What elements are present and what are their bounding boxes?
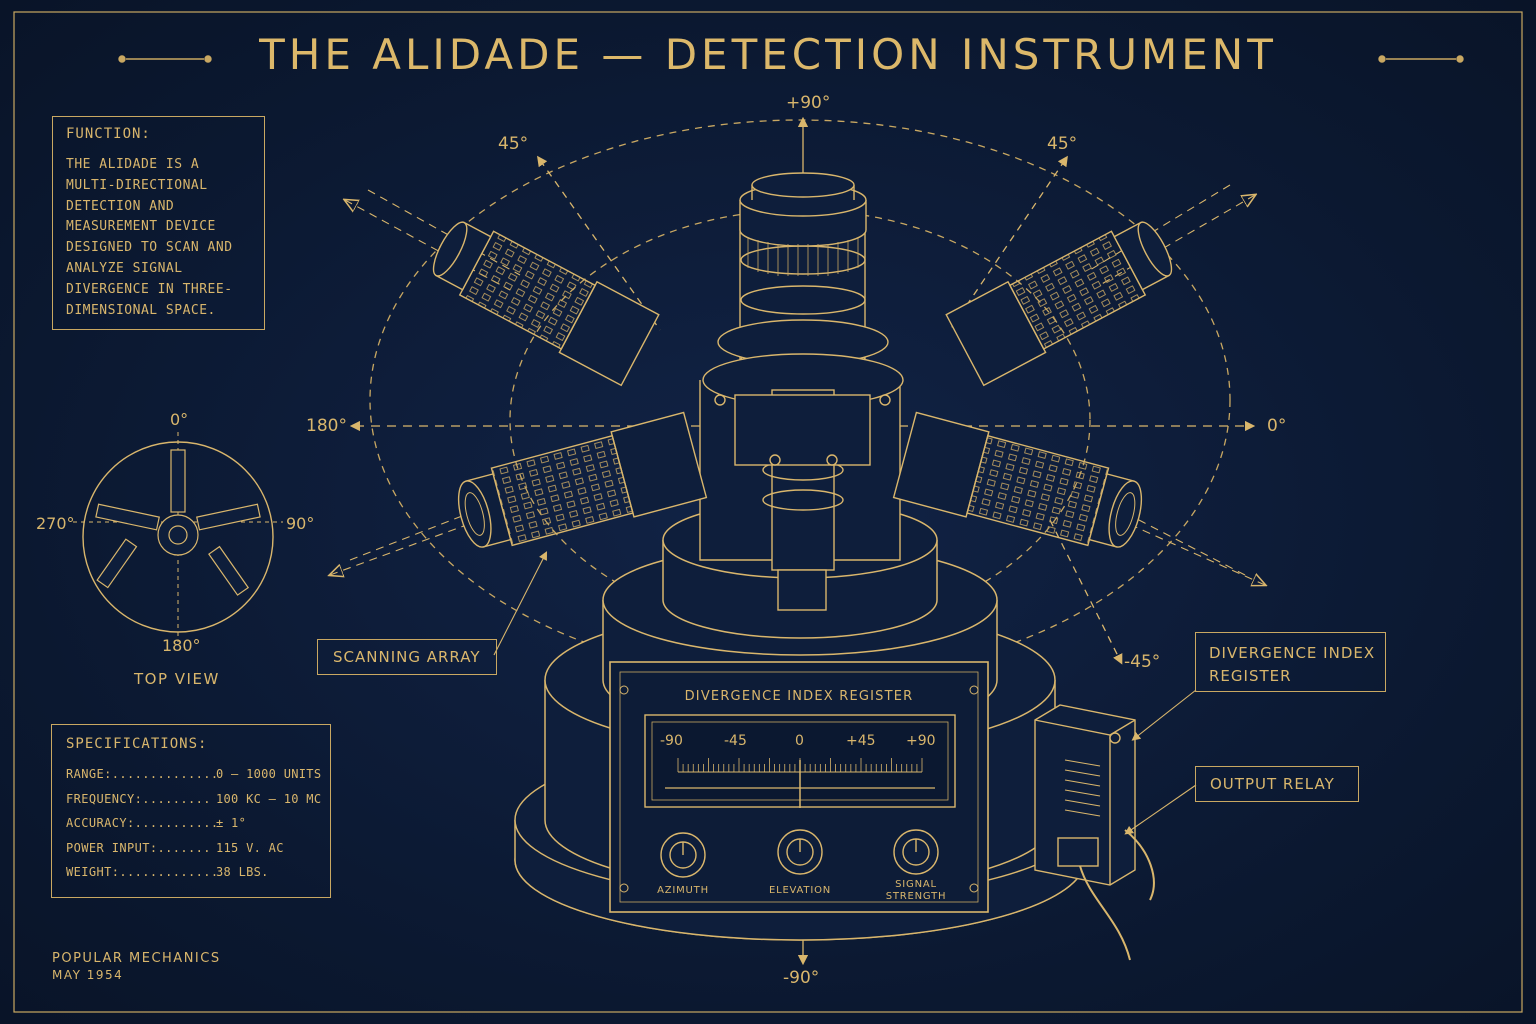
- credit-publication: POPULAR MECHANICS: [52, 951, 221, 966]
- relay-cable-2: [1124, 829, 1155, 901]
- callout-divergence-label: DIVERGENCE INDEX REGISTER: [1209, 644, 1376, 685]
- callout-output-relay: OUTPUT RELAY: [1195, 766, 1359, 802]
- output-relay-box: [1034, 704, 1136, 886]
- function-panel: [52, 116, 265, 330]
- function-description: THE ALIDADE IS A MULTI-DIRECTIONAL DETEC…: [66, 157, 233, 318]
- top-view-caption: TOP VIEW: [134, 670, 220, 688]
- top-view-diagram: [73, 432, 283, 642]
- scanning-arm-lower-right: [892, 411, 1143, 548]
- callout-scanning-array: SCANNING ARRAY: [317, 639, 497, 675]
- spec-label-frequency: FREQUENCY:.........: [66, 792, 211, 806]
- page-title: THE ALIDADE — DETECTION INSTRUMENT: [259, 30, 1277, 79]
- knob-label-elevation: ELEVATION: [768, 885, 832, 896]
- spec-label-weight: WEIGHT:.............: [66, 865, 219, 879]
- scanning-arm-upper-left: [432, 221, 660, 387]
- angle-label-upper-right: 45°: [1047, 134, 1078, 154]
- top-view-east: 90°: [286, 514, 315, 533]
- panel-heading: DIVERGENCE INDEX REGISTER: [684, 689, 914, 704]
- spec-value-weight: 38 LBS.: [216, 865, 269, 879]
- arm-hub: [714, 394, 891, 466]
- spec-label-range: RANGE:..............: [66, 767, 219, 781]
- scanning-arm-upper-right: [945, 221, 1173, 387]
- scale-label-zero: 0: [795, 733, 804, 749]
- angle-label-left: 180°: [306, 416, 347, 436]
- sheet-border: [13, 11, 1523, 1013]
- callout-output-relay-label: OUTPUT RELAY: [1210, 775, 1335, 793]
- spec-label-accuracy: ACCURACY:...........: [66, 816, 219, 830]
- panel-knobs: [660, 829, 939, 878]
- spec-value-range: 0 – 1000 UNITS: [216, 767, 322, 781]
- angle-label-lower-right: -45°: [1124, 652, 1161, 672]
- specifications-panel: [51, 724, 331, 898]
- top-view-west: 270°: [36, 514, 75, 533]
- scale-label-minus-90: -90: [660, 733, 683, 749]
- title-rules: [118, 55, 1464, 63]
- spec-value-frequency: 100 KC – 10 MC: [216, 792, 322, 806]
- angle-label-right: 0°: [1267, 416, 1287, 436]
- knob-label-azimuth: AZIMUTH: [657, 885, 709, 896]
- top-view-north: 0°: [170, 410, 189, 429]
- callout-leaders: [493, 551, 1197, 835]
- angle-label-upper-left: 45°: [498, 134, 529, 154]
- central-column: [699, 172, 904, 611]
- specifications-heading: SPECIFICATIONS:: [66, 736, 208, 752]
- scale-label-plus-90: +90: [906, 733, 936, 749]
- top-view-south: 180°: [162, 636, 201, 655]
- knob-label-signal-strength: SIGNAL STRENGTH: [885, 879, 947, 902]
- spec-label-power-input: POWER INPUT:.......: [66, 841, 211, 855]
- scanning-arm-lower-left: [457, 411, 708, 548]
- scale-label-plus-45: +45: [846, 733, 876, 749]
- scale-label-minus-45: -45: [724, 733, 747, 749]
- spec-value-accuracy: ± 1°: [216, 816, 247, 830]
- credit-date: MAY 1954: [52, 968, 124, 982]
- angle-label-bottom: -90°: [783, 968, 820, 988]
- callout-scanning-array-label: SCANNING ARRAY: [333, 648, 481, 666]
- callout-divergence-index-register: DIVERGENCE INDEX REGISTER: [1195, 632, 1386, 692]
- relay-cable: [1079, 865, 1131, 961]
- function-heading: FUNCTION:: [66, 126, 151, 142]
- meter-scale-ticks: [677, 758, 923, 772]
- angle-label-top: +90°: [786, 93, 831, 113]
- column-knurl: [747, 238, 859, 276]
- spec-value-power-input: 115 V. AC: [216, 841, 284, 855]
